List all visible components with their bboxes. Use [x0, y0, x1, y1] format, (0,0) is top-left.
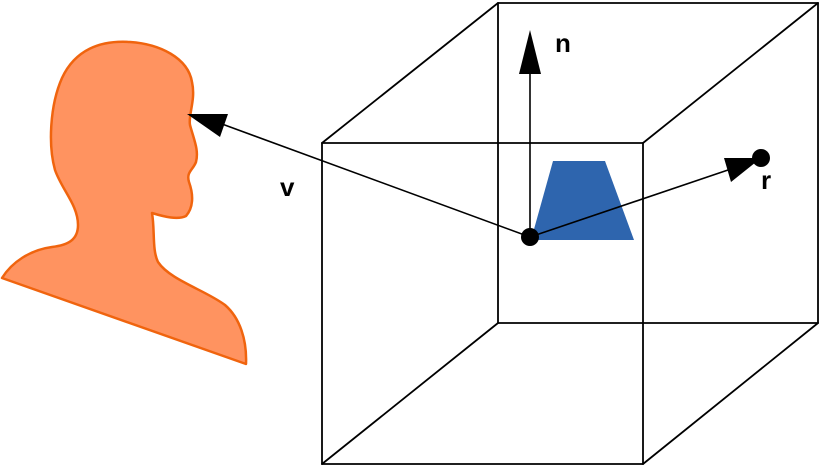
reflection-vector-arrow [529, 158, 761, 238]
label-n: n [555, 28, 571, 58]
cube-depth-edges [321, 2, 819, 465]
reflection-endpoint [752, 149, 770, 167]
view-vector-arrow [187, 114, 531, 238]
label-v: v [280, 172, 295, 202]
surface-patch [531, 161, 634, 240]
viewer-head-silhouette [0, 40, 248, 366]
label-r: r [761, 165, 771, 195]
normal-vector-arrow [519, 30, 541, 237]
cube-front-face [321, 142, 644, 465]
surface-point [521, 228, 539, 246]
cube-back-face [497, 2, 819, 324]
